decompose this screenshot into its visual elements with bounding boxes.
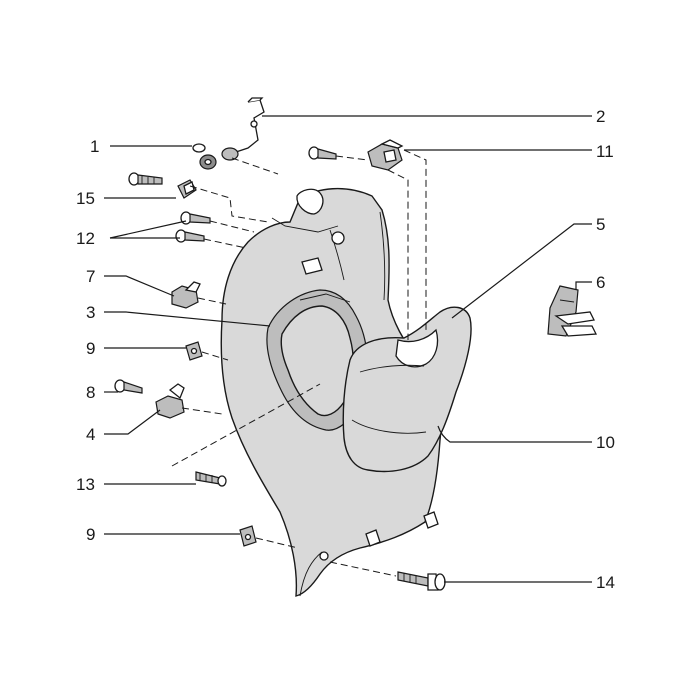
clip-part-15 — [177, 179, 197, 199]
callout-9-upper: 9 — [86, 339, 95, 358]
spring-clip-part-1 — [192, 143, 217, 170]
bolt-part-14 — [397, 571, 446, 591]
glovebox-door — [342, 306, 472, 473]
callout-numbers: 1 2 11 15 12 5 7 6 3 9 8 4 10 13 9 14 — [76, 107, 615, 592]
bracket-part-4 — [155, 383, 185, 419]
callout-9-lower: 9 — [86, 525, 95, 544]
speed-nut-part-9-lower — [239, 525, 257, 547]
lock-bracket-part-11 — [367, 139, 404, 171]
callout-1: 1 — [90, 137, 99, 156]
screw-pair-part-12 — [175, 211, 211, 243]
callout-10: 10 — [596, 433, 615, 452]
speed-nut-part-9-upper — [185, 341, 203, 361]
callout-2: 2 — [596, 107, 605, 126]
callout-4: 4 — [86, 425, 95, 444]
screw-11 — [308, 146, 337, 160]
bracket-part-7 — [171, 281, 201, 309]
callout-15: 15 — [76, 189, 95, 208]
callout-5: 5 — [596, 215, 605, 234]
callout-12: 12 — [76, 229, 95, 248]
callout-3: 3 — [86, 303, 95, 322]
callout-8: 8 — [86, 383, 95, 402]
callout-13: 13 — [76, 475, 95, 494]
callout-7: 7 — [86, 267, 95, 286]
latch-part-6 — [547, 285, 598, 337]
leader-lines — [104, 115, 592, 583]
screw-part-8 — [114, 379, 143, 394]
callout-11: 11 — [596, 142, 614, 161]
callout-14: 14 — [596, 573, 615, 592]
screw-part-13 — [195, 471, 227, 487]
callout-6: 6 — [596, 273, 605, 292]
cable-bracket-part-2 — [221, 97, 265, 161]
screw-upper-left — [128, 172, 163, 186]
assembly-dashed-lines — [171, 149, 427, 577]
